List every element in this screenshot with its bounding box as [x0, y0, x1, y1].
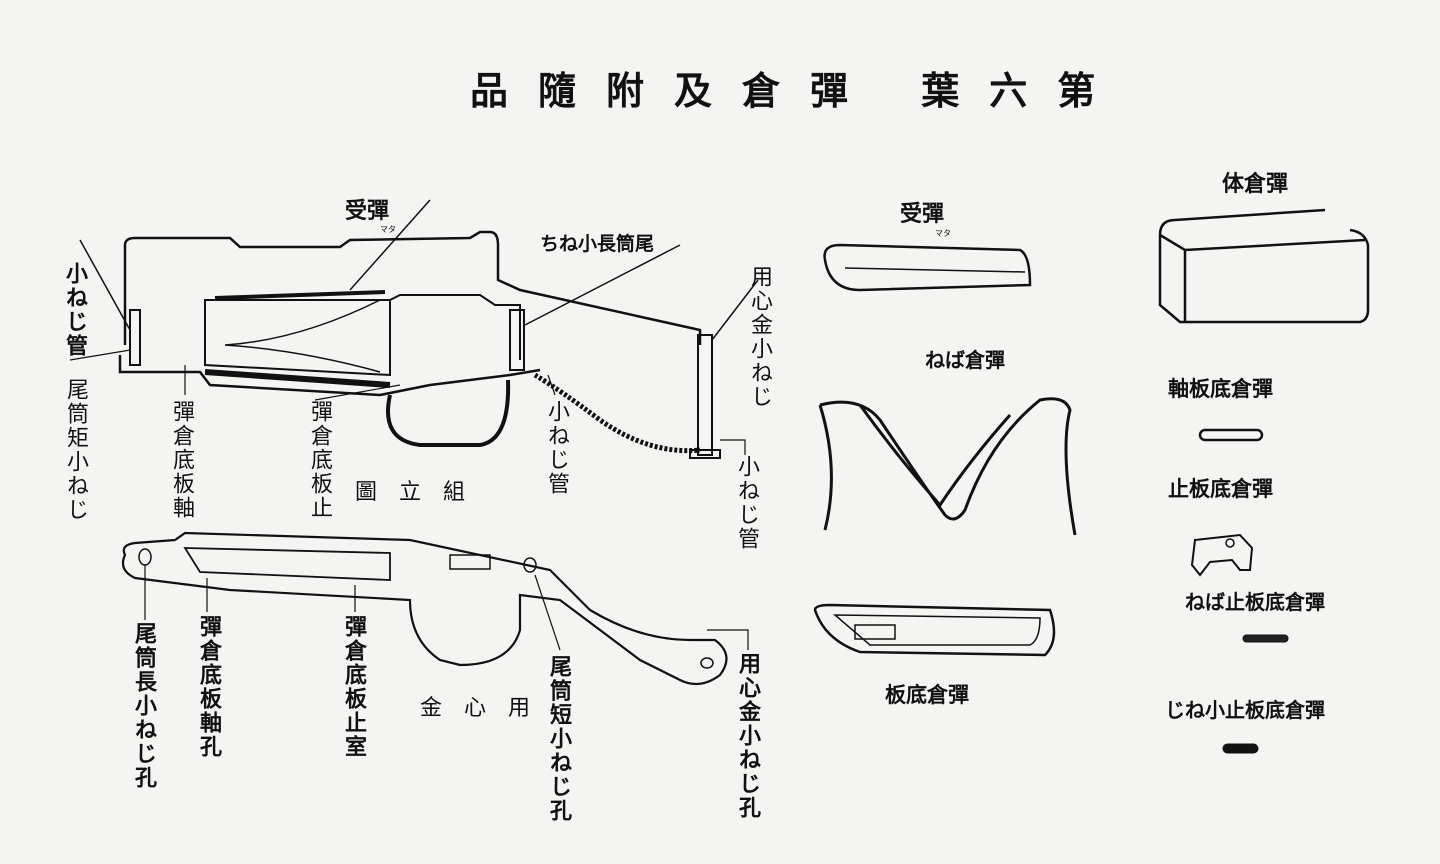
catch-spring-drawing [1242, 634, 1289, 643]
label-catch-spring: ねば止板底倉彈 [1185, 590, 1325, 614]
label-tang-short-screw-hole: 尾筒短小ねじ孔 [546, 655, 572, 823]
trigger-guard-drawing [121, 531, 749, 686]
label-tang-long-screw: ちね小長筒尾 [540, 233, 655, 255]
magazine-body-drawing [1158, 208, 1370, 324]
label-tang-short-screw: 尾筒矩小ねじ [63, 378, 88, 522]
label-floorplate-catch: 彈倉底板止 [307, 400, 332, 520]
magazine-spring-drawing [818, 397, 1077, 536]
label-screw-tube-left: 小ねじ管 [62, 262, 88, 358]
label-follower-part-ruby: マタ [935, 229, 951, 238]
label-follower: 受彈 [345, 198, 390, 224]
label-floorplate-pin: 彈倉底板軸 [169, 400, 194, 520]
trigger-guard-caption: 金心用 [420, 696, 553, 721]
label-floorplate: 板底倉彈 [885, 682, 969, 707]
label-guard-screw-hole: 用心金小ねじ孔 [735, 652, 761, 820]
follower-drawing [823, 243, 1032, 292]
label-floorplate-catch-part: 止板底倉彈 [1168, 476, 1273, 501]
catch-screw-drawing [1222, 743, 1259, 754]
label-screw-tube-right: 小ねじ管 [734, 455, 759, 551]
label-screw-tube-mid: 小ねじ管 [544, 400, 569, 496]
label-magazine-body: 体倉彈 [1222, 171, 1289, 197]
label-trigger-guard-screw: 用心金小ねじ [747, 265, 772, 409]
floorplate-pin-drawing [1198, 428, 1264, 442]
floorplate-catch-drawing [1190, 533, 1254, 577]
label-tang-long-screw-hole: 尾筒長小ねじ孔 [131, 622, 157, 790]
label-catch-screw: じね小止板底倉彈 [1165, 698, 1325, 722]
assembly-caption: 圖立組 [355, 480, 488, 505]
page-title: 品隨附及倉彈 葉六第 [470, 68, 1126, 113]
label-floorplate-pin-part: 軸板底倉彈 [1168, 376, 1273, 401]
label-follower-ruby: マタ [380, 225, 396, 234]
label-follower-part: 受彈 [900, 201, 945, 227]
label-magazine-spring: ねば倉彈 [925, 348, 1005, 372]
label-floorplate-catch-recess: 彈倉底板止室 [341, 615, 367, 759]
floorplate-drawing [813, 603, 1056, 657]
assembly-drawing [69, 199, 759, 459]
label-floorplate-pin-hole: 彈倉底板軸孔 [196, 615, 222, 759]
